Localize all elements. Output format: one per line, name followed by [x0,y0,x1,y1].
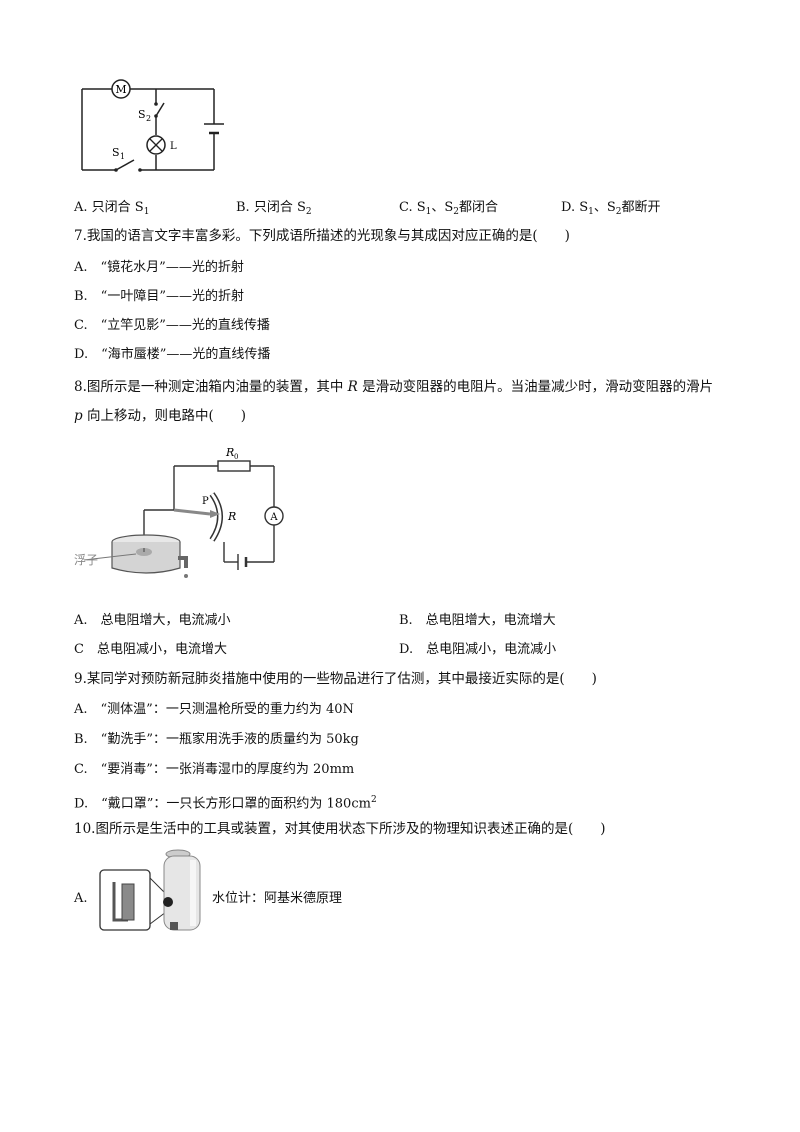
q8-option-d[interactable]: D. 总电阻减小，电流减小 [399,642,557,657]
svg-text:L: L [170,141,177,152]
circuit-diagram-motor-lamp: M S 2 L S 1 [81,79,224,172]
svg-text:A: A [269,512,278,523]
water-heater-tank [163,849,201,931]
q10-option-a-text[interactable]: 水位计：阿基米德原理 [212,891,343,906]
lamp-symbol: L [146,135,177,155]
q8-option-c[interactable]: C 总电阻减小，电流增大 [74,642,227,657]
svg-text:M: M [115,83,126,96]
svg-text:S: S [112,146,120,159]
oil-gauge-diagram: R 0 A P R 浮子 [74,446,284,578]
svg-text:0: 0 [234,453,238,461]
q7-option-b[interactable]: B. “一叶障目”——光的折射 [74,289,244,304]
q8-option-b[interactable]: B. 总电阻增大，电流增大 [399,613,556,628]
q7-option-a[interactable]: A. “镜花水月”——光的折射 [74,260,244,275]
q9-option-c[interactable]: C. “要消毒”：一张消毒湿巾的厚度约为 20mm [74,762,355,777]
switch-s2: S 2 [138,102,165,123]
oil-tank [83,534,188,578]
q7-option-d[interactable]: D. “海市蜃楼”——光的直线传播 [74,347,271,362]
q6-option-a[interactable]: A. 只闭合 S1 [74,200,150,217]
r0-resistor: R 0 [217,446,251,472]
svg-text:S: S [138,108,146,121]
ammeter-symbol: A [264,506,284,526]
switch-s1: S 1 [112,146,142,172]
q8-option-a[interactable]: A. 总电阻增大，电流减小 [74,613,231,628]
q7-stem: 7.我国的语言文字丰富多彩。下列成语所描述的光现象与其成因对应正确的是( ) [74,228,570,244]
tap [178,556,188,568]
q7-option-c[interactable]: C. “立竿见影”——光的直线传播 [74,318,270,333]
q10-stem: 10.图所示是生活中的工具或装置，对其使用状态下所涉及的物理知识表述正确的是( … [74,821,606,837]
svg-text:R: R [227,510,236,523]
svg-text:P: P [202,496,209,507]
battery-symbol [204,123,224,135]
q8-stem-line2: p 向上移动，则电路中( ) [74,408,246,424]
q9-stem: 9.某同学对预防新冠肺炎措施中使用的一些物品进行了估测，其中最接近实际的是( ) [74,671,597,687]
battery-symbol [237,554,248,570]
q9-option-d[interactable]: D. “戴口罩”：一只长方形口罩的面积约为 180cm2 [74,795,377,812]
q6-option-d[interactable]: D. S1、S2都断开 [561,200,661,217]
q10-option-a-label[interactable]: A. [74,891,88,906]
svg-text:浮子: 浮子 [74,553,98,567]
q9-option-b[interactable]: B. “勤洗手”：一瓶家用洗手液的质量约为 50kg [74,732,359,747]
sliding-rheostat: P R [173,492,236,542]
svg-text:R: R [225,446,234,459]
q6-option-c[interactable]: C. S1、S2都闭合 [399,200,499,217]
water-level-gauge-figure [99,849,201,931]
q9-option-a[interactable]: A. “测体温”：一只测温枪所受的重力约为 40N [74,702,354,717]
svg-text:1: 1 [120,152,125,161]
motor-symbol: M [111,79,131,99]
q8-stem-line1: 8.图所示是一种测定油箱内油量的装置，其中 R 是滑动变阻器的电阻片。当油量减少… [74,379,714,395]
svg-text:2: 2 [146,114,151,123]
q6-option-b[interactable]: B. 只闭合 S2 [236,200,312,217]
